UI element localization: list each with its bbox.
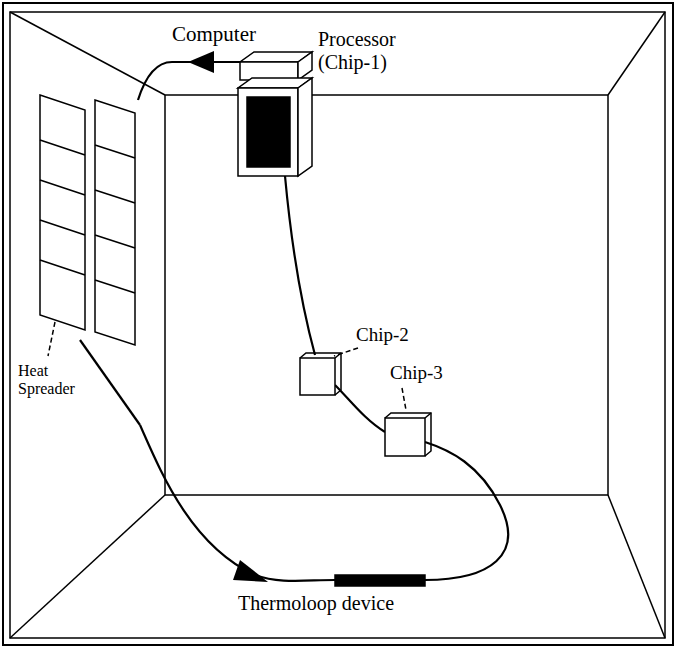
part-label: Heat Spreader: [18, 362, 90, 399]
leader-line: [402, 388, 406, 410]
leader-line: [334, 348, 358, 356]
processor-chip: [238, 52, 312, 176]
thermoloop-device: [335, 575, 425, 586]
part-label: Processor (Chip-1): [318, 28, 418, 74]
computer-case: [10, 12, 665, 638]
figure-border: [3, 3, 673, 645]
heat-spreader-fins: [40, 95, 135, 345]
chip-symbol: [300, 353, 341, 395]
part-label: Chip-2: [356, 324, 409, 346]
part-label: Thermoloop device: [238, 592, 394, 615]
part-label: Computer: [172, 22, 256, 46]
leader-line: [48, 322, 55, 356]
thermoloop-tube: [80, 62, 508, 581]
part-label: Chip-3: [390, 362, 443, 384]
chip-symbol: [385, 413, 431, 456]
